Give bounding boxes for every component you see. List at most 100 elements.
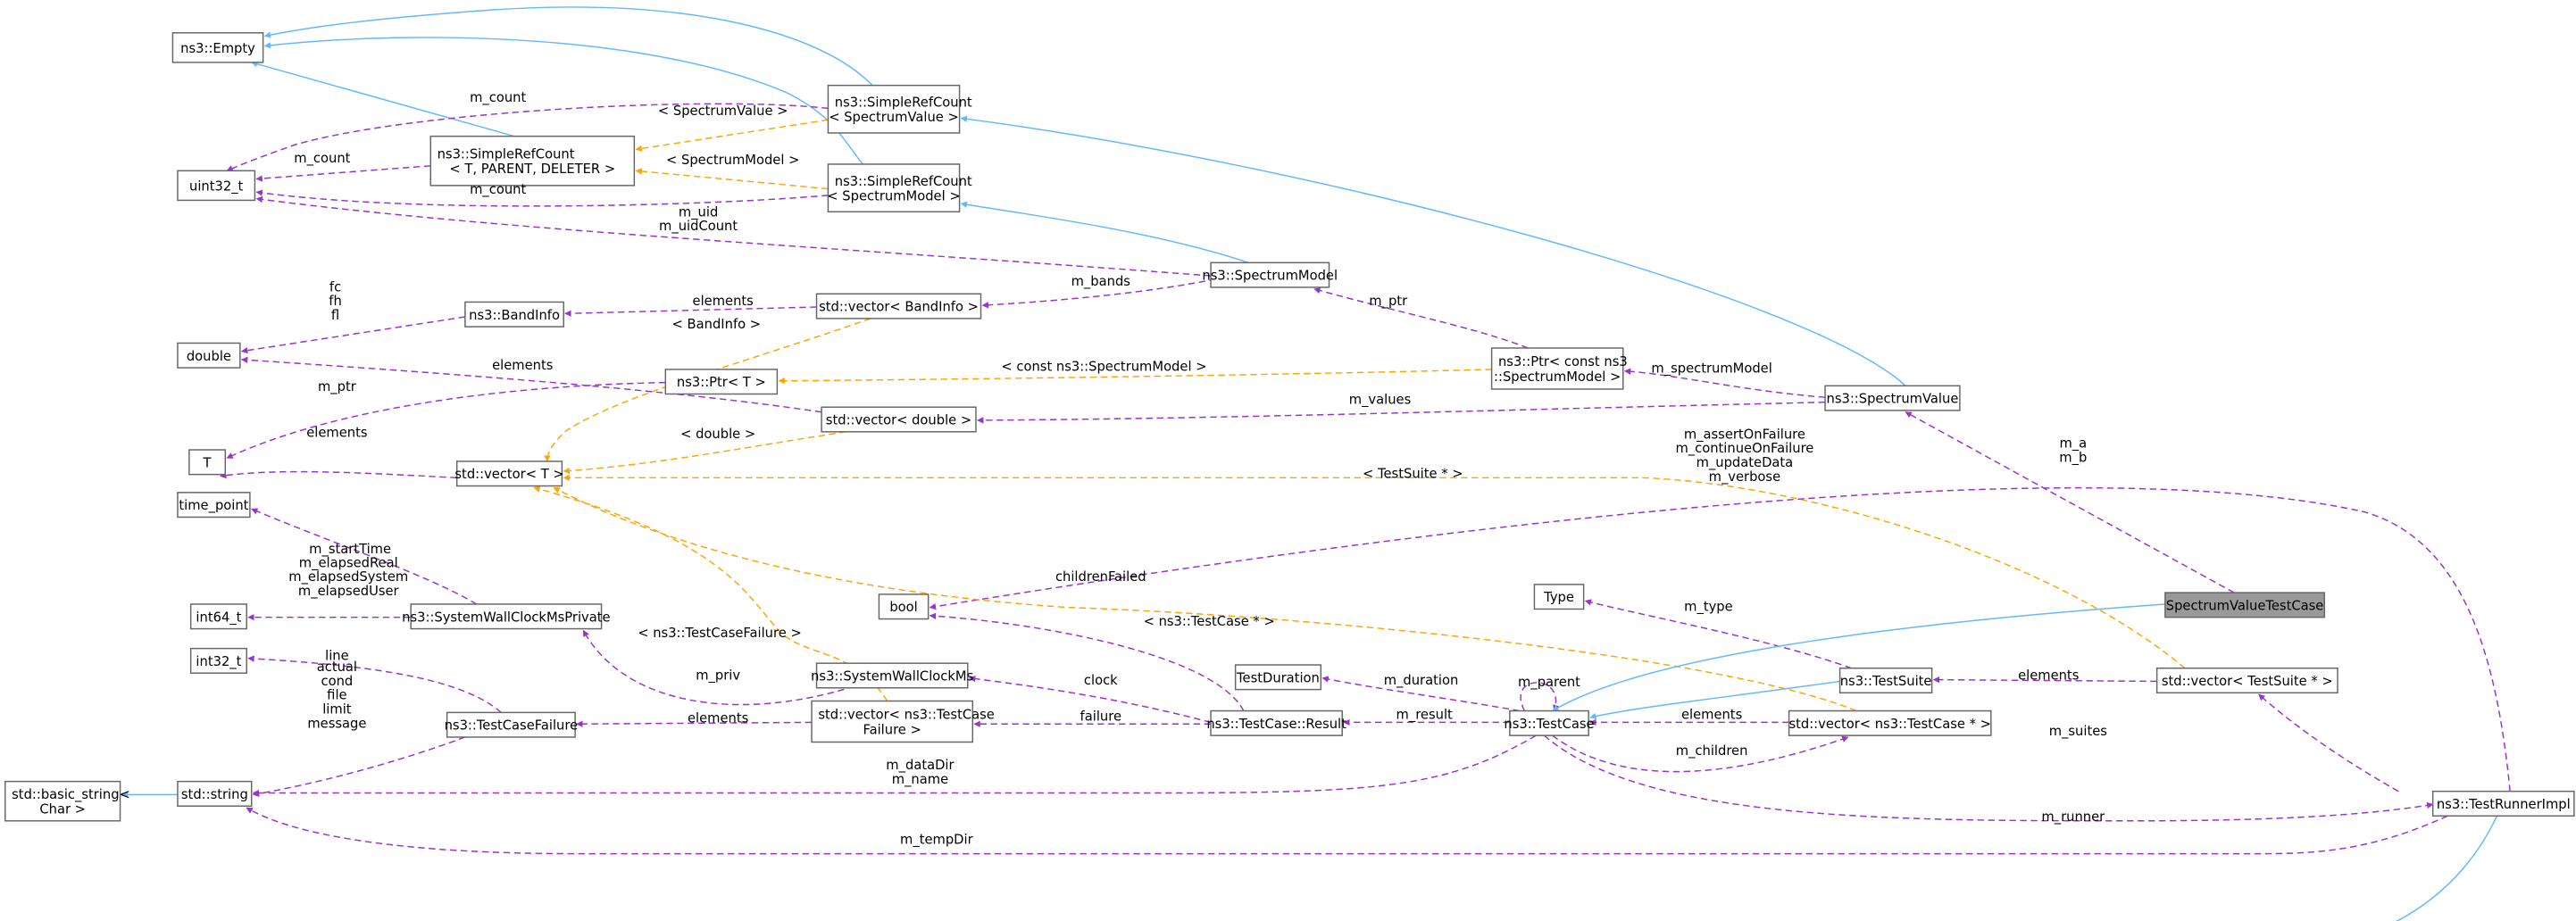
edge-label-text: m_priv [696, 668, 740, 684]
class-node-int32[interactable]: int32_t [189, 647, 247, 674]
node-label-line: Type [1543, 590, 1574, 605]
class-node-tcf[interactable]: ns3::TestCaseFailure [445, 711, 579, 738]
edge-label-line: m_count [294, 151, 350, 166]
node-label: ns3::Empty [180, 41, 255, 56]
class-node-type[interactable]: Type [1533, 584, 1585, 610]
edge-label-line: m_duration [1384, 673, 1459, 688]
edge-label-text: < const ns3::SpectrumModel > [1001, 360, 1206, 375]
class-node-tri[interactable]: ns3::TestRunnerImpl [2431, 790, 2575, 817]
class-node-testSuite[interactable]: ns3::TestSuite [1838, 667, 1933, 694]
node-label: ns3::SpectrumValue [1827, 392, 1959, 407]
edge-label-line: fc [329, 279, 341, 295]
edge-tri-to-bool [929, 486, 2511, 792]
node-label-line: bool [889, 600, 917, 615]
edge-ptrConst-to-spectrumModel [1313, 287, 1529, 349]
edge-srcModel-to-uint32 [255, 189, 829, 207]
edge-label: elements [688, 710, 748, 726]
class-node-spectrumModel[interactable]: ns3::SpectrumModel [1202, 261, 1338, 288]
edge-label-text: < double > [680, 427, 755, 442]
class-node-int64[interactable]: int64_t [189, 603, 247, 630]
class-node-vecT[interactable]: std::vector< T > [454, 460, 564, 487]
class-node-bool[interactable]: bool [878, 593, 930, 620]
node-label-line: ns3::TestCase::Result [1206, 717, 1346, 732]
class-node-ptrConst[interactable]: ns3::Ptr< const ns3::SpectrumModel > [1490, 347, 1628, 390]
edge-label-line: < ns3::TestCase * > [1144, 614, 1275, 629]
edge-vecBand-to-vecT [544, 318, 871, 462]
edge-label-text: m_duration [1384, 673, 1459, 688]
class-node-srcModel[interactable]: ns3::SimpleRefCount< SpectrumModel > [827, 163, 972, 213]
node-label-line: ns3::SimpleRefCount [835, 95, 972, 111]
class-node-vecDouble[interactable]: std::vector< double > [821, 406, 977, 433]
edge-label-line: cond [321, 674, 354, 689]
edge-label-text: m_count [294, 151, 350, 166]
node-box [177, 342, 241, 369]
edge-spectrumValue-to-ptrConst [1623, 368, 1826, 398]
edge-label: m_runner [2041, 809, 2105, 825]
class-node-T[interactable]: T [188, 449, 227, 476]
edge-label-text: m_runner [2041, 809, 2105, 825]
node-label-line: ns3::TestSuite [1840, 674, 1932, 689]
edge-label-line: m_verbose [1709, 469, 1781, 485]
class-node-srcValue[interactable]: ns3::SimpleRefCount< SpectrumValue > [827, 84, 972, 134]
edge-label: < BandInfo > [672, 317, 762, 332]
class-node-basicString[interactable]: std::basic_string<Char > [4, 780, 130, 822]
class-node-spectrumValue[interactable]: ns3::SpectrumValue [1824, 385, 1961, 411]
edge-label: m_result [1396, 708, 1454, 723]
node-box [1824, 385, 1961, 411]
node-label-line: std::vector< double > [826, 413, 971, 428]
edge-label-line: < BandInfo > [672, 317, 762, 332]
node-label: std::vector< T > [454, 467, 563, 482]
node-label-line: uint32_t [189, 178, 244, 194]
edge-label-line: < const ns3::SpectrumModel > [1001, 360, 1206, 375]
node-label: ns3::Ptr< const ns3::SpectrumModel > [1494, 354, 1628, 385]
edge-label: m_count [470, 90, 526, 105]
edge-label-line: elements [693, 294, 754, 309]
class-node-bandInfo[interactable]: ns3::BandInfo [464, 301, 564, 328]
class-node-srcGeneric[interactable]: ns3::SimpleRefCount< T, PARENT, DELETER … [429, 135, 636, 187]
node-box [189, 603, 247, 630]
class-node-vecBand[interactable]: std::vector< BandInfo > [815, 293, 982, 319]
node-box [446, 711, 576, 738]
node-label: T [203, 455, 213, 470]
node-box [2164, 592, 2326, 618]
edge-label-line: m_tempDir [900, 833, 974, 848]
class-node-ptrT[interactable]: ns3::Ptr< T > [664, 369, 779, 395]
node-label-line: std::string [181, 787, 248, 802]
edge-vecT-to-T [220, 470, 457, 479]
node-box [821, 406, 977, 433]
edge-label-text: < SpectrumValue > [658, 104, 788, 119]
class-node-string[interactable]: std::string [177, 780, 253, 807]
class-node-result[interactable]: ns3::TestCase::Result [1206, 709, 1346, 736]
node-label-line: ::SpectrumModel > [1494, 369, 1621, 385]
class-node-wallPriv[interactable]: ns3::SystemWallClockMsPrivate [402, 603, 611, 630]
edge-label: m_duration [1384, 673, 1459, 688]
edge-ptrConst-to-ptrT [778, 369, 1492, 385]
class-node-vecTestSuite[interactable]: std::vector< TestSuite * > [2155, 667, 2338, 694]
class-node-testDuration[interactable]: TestDuration [1234, 664, 1322, 691]
node-box [664, 369, 779, 395]
node-label: ns3::TestRunnerImpl [2437, 797, 2571, 812]
node-box [827, 84, 961, 134]
class-node-timePoint[interactable]: time_point [177, 492, 251, 519]
edge-label-line: file [327, 688, 346, 703]
class-node-empty[interactable]: ns3::Empty [171, 32, 264, 63]
class-node-uint32[interactable]: uint32_t [177, 170, 256, 202]
class-node-svtc[interactable]: SpectrumValueTestCase [2164, 592, 2326, 618]
node-label: SpectrumValueTestCase [2166, 598, 2324, 613]
edge-tri-to-vecTestSuite [2258, 693, 2399, 792]
edge-label-line: clock [1084, 673, 1118, 688]
node-label-line: < T, PARENT, DELETER > [449, 162, 615, 177]
node-box [815, 293, 982, 319]
edge-label-line: limit [322, 701, 352, 717]
edge-label-text: m_count [470, 90, 526, 105]
class-node-wallMs[interactable]: ns3::SystemWallClockMs [811, 662, 973, 689]
class-node-vecTestCase[interactable]: std::vector< ns3::TestCase * > [1788, 709, 1992, 736]
edge-result-to-bool [929, 612, 1245, 711]
class-node-testCase[interactable]: ns3::TestCase [1504, 709, 1595, 736]
class-node-double[interactable]: double [177, 342, 241, 369]
edge-label-line: m_assertOnFailure [1684, 427, 1805, 442]
